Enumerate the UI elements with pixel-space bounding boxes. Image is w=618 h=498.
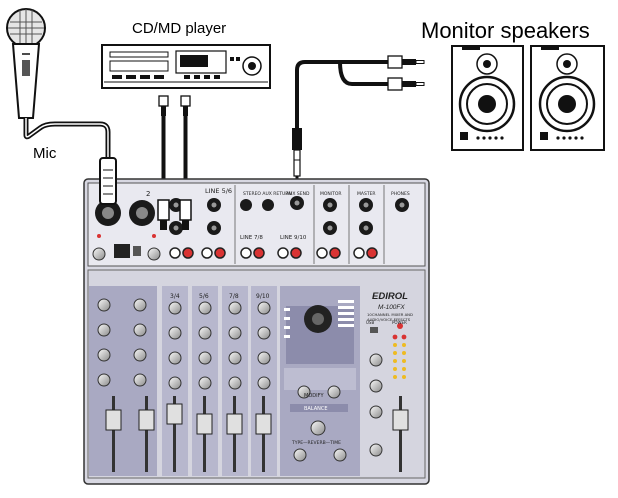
mixer-model-label: M-100FX bbox=[378, 304, 405, 311]
mixer-stereo-aux-return-label: STEREO AUX RETURN bbox=[243, 191, 292, 197]
mixer-monitor-label: MONITOR bbox=[320, 191, 342, 197]
mixer-master-label: MASTER bbox=[357, 191, 376, 197]
mixer-power-label: POWER bbox=[392, 320, 407, 325]
cd-md-player-icon bbox=[101, 44, 271, 89]
mixer-balance-label: BALANCE bbox=[304, 406, 328, 412]
mixer-line-910-label: LINE 9/10 bbox=[280, 235, 307, 241]
rca-plug-in-jacks bbox=[157, 199, 192, 230]
mixer-brand-logo: EDIROL bbox=[372, 291, 408, 302]
mixer-reverb-label: TYPE—REVERB—TIME bbox=[291, 440, 341, 446]
microphone-icon bbox=[6, 8, 46, 119]
mixer-line-78-label: LINE 7/8 bbox=[240, 235, 263, 241]
mixer-subtitle-1: 10CHANNEL MIXER AND bbox=[367, 312, 413, 317]
mic-label: Mic bbox=[33, 145, 57, 162]
mixer-usb-label: USB bbox=[366, 320, 374, 325]
mixer-line-56-label: LINE 5/6 bbox=[205, 187, 232, 195]
mixer-aux-send-label: AUX SEND bbox=[286, 191, 310, 197]
speaker-cable bbox=[292, 55, 425, 186]
mixer-strip-34-label: 3/4 bbox=[170, 293, 180, 300]
monitor-speaker-right-icon bbox=[530, 45, 605, 151]
mixer-unit bbox=[83, 157, 430, 485]
mixer-strip-56-label: 5/6 bbox=[199, 293, 209, 300]
monitor-speaker-left-icon bbox=[451, 45, 524, 151]
mixer-modify-label: MODIFY bbox=[304, 393, 324, 399]
cd-md-player-label: CD/MD player bbox=[132, 20, 227, 37]
monitor-speakers-label: Monitor speakers bbox=[421, 18, 590, 43]
mixer-strip-78-label: 7/8 bbox=[229, 293, 239, 300]
mixer-subtitle-2: AUDIO/VOICE EFFECTS bbox=[367, 317, 411, 322]
mixer-channel-2-label: 2 bbox=[146, 190, 150, 198]
mixer-phones-label: PHONES bbox=[391, 191, 410, 197]
mixer-strip-910-label: 9/10 bbox=[256, 293, 270, 300]
